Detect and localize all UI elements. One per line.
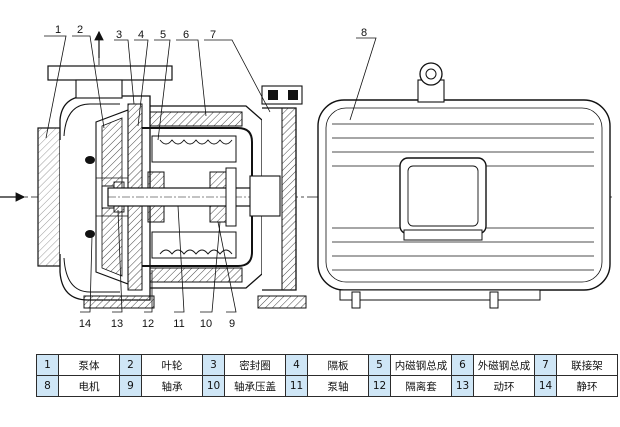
legend-part-name: 联接架 — [556, 354, 618, 376]
legend-part-name: 内磁钢总成 — [390, 354, 452, 376]
callout-number: 6 — [183, 29, 189, 41]
callout-number: 12 — [142, 318, 154, 330]
callout-number: 14 — [79, 318, 91, 330]
legend-part-number: 2 — [119, 354, 142, 376]
callout-number: 9 — [229, 318, 235, 330]
legend-part-name: 电机 — [58, 375, 120, 397]
legend-part-name: 叶轮 — [141, 354, 203, 376]
legend-part-name: 轴承 — [141, 375, 203, 397]
outer-magnet-assembly — [149, 105, 263, 289]
callout-number: 11 — [173, 318, 184, 330]
legend-part-number: 1 — [36, 354, 59, 376]
callout-number: 3 — [116, 29, 122, 41]
legend-part-number: 3 — [202, 354, 225, 376]
callout-number: 8 — [361, 27, 367, 39]
legend-part-number: 6 — [451, 354, 474, 376]
legend-part-number: 4 — [285, 354, 308, 376]
legend-part-number: 13 — [451, 375, 474, 397]
callout-number: 5 — [160, 29, 166, 41]
inner-magnet-assembly — [151, 135, 237, 259]
legend-part-number: 5 — [368, 354, 391, 376]
leader-lines-bottom — [80, 205, 237, 313]
legend-part-number: 9 — [119, 375, 142, 397]
legend-part-name: 隔离套 — [390, 375, 452, 397]
legend-part-number: 7 — [534, 354, 557, 376]
legend-part-name: 隔板 — [307, 354, 369, 376]
legend-part-number: 8 — [36, 375, 59, 397]
callout-number: 10 — [200, 318, 212, 330]
legend-part-name: 泵体 — [58, 354, 120, 376]
legend-part-number: 10 — [202, 375, 225, 397]
legend-part-name: 泵轴 — [307, 375, 369, 397]
legend-part-name: 外磁钢总成 — [473, 354, 535, 376]
callout-number: 2 — [77, 24, 83, 36]
leader-lines-top — [44, 35, 377, 141]
legend-part-name: 动环 — [473, 375, 535, 397]
legend-part-name: 静环 — [556, 375, 618, 397]
callout-number: 13 — [111, 318, 123, 330]
legend-part-number: 14 — [534, 375, 557, 397]
callout-number: 1 — [55, 24, 61, 36]
motor — [317, 62, 611, 309]
bearing-gland — [225, 167, 237, 227]
legend-part-name: 密封圈 — [224, 354, 286, 376]
legend-part-number: 12 — [368, 375, 391, 397]
coupling-bracket — [249, 85, 307, 309]
callout-number: 7 — [210, 29, 216, 41]
callout-number: 4 — [138, 29, 144, 41]
legend-part-name: 轴承压盖 — [224, 375, 286, 397]
legend-part-number: 11 — [285, 375, 308, 397]
